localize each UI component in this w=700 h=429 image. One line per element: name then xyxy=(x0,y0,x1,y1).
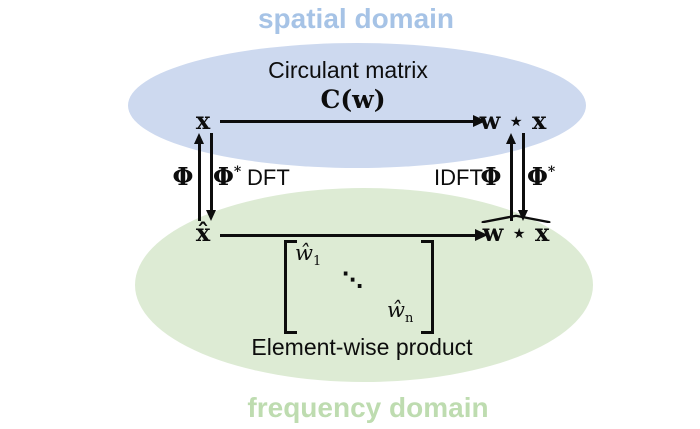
x-hat-node: x̂ xyxy=(195,218,211,247)
arrow-shaft xyxy=(509,142,513,221)
phi-label-left: Φ xyxy=(172,162,194,191)
phi-star-base: Φ xyxy=(213,162,234,191)
left-bracket-icon xyxy=(284,240,297,334)
phi-star-sup: * xyxy=(547,164,556,180)
arrow-shaft xyxy=(521,133,525,212)
arrowhead-up-icon xyxy=(194,133,204,144)
arrowhead-down-icon xyxy=(518,210,528,221)
arrow-shaft xyxy=(197,142,201,221)
w-conv-x-hat-text: w ⋆ x xyxy=(482,218,550,247)
up-arrow xyxy=(506,133,516,221)
wide-hat-group: w ⋆ x xyxy=(481,214,551,247)
wide-hat-icon xyxy=(481,214,552,223)
circulant-matrix-label: Circulant matrix xyxy=(268,57,428,83)
w-hat-base: ŵ xyxy=(295,241,313,265)
circulant-operator-label: C(w) xyxy=(320,85,386,114)
arrowhead-down-icon xyxy=(206,210,216,221)
idft-label: IDFT xyxy=(434,165,483,190)
phi-star-sup: * xyxy=(233,164,242,180)
w-conv-x-node: w ⋆ x xyxy=(479,106,547,135)
w-conv-x-hat-node: w ⋆ x xyxy=(481,214,551,247)
frequency-map-arrow xyxy=(220,229,488,242)
idft-double-arrow xyxy=(506,133,528,221)
phi-star-label-left: Φ* xyxy=(213,162,242,191)
arrowhead-right-icon xyxy=(473,115,486,127)
phi-star-base: Φ xyxy=(527,162,548,191)
arrowhead-right-icon xyxy=(475,229,488,241)
x-node: x xyxy=(195,106,211,135)
down-arrow xyxy=(518,133,528,221)
spatial-domain-title: spatial domain xyxy=(257,3,455,34)
w-hat-base: ŵ xyxy=(387,298,405,322)
arrowhead-up-icon xyxy=(506,133,516,144)
right-bracket-icon xyxy=(421,240,434,334)
dft-double-arrow xyxy=(194,133,216,221)
frequency-domain-title: frequency domain xyxy=(247,392,489,423)
w-hat-sub: n xyxy=(404,311,414,327)
spatial-map-arrow xyxy=(220,115,486,128)
w-hat-sub: 1 xyxy=(312,254,322,270)
phi-label-right: Φ xyxy=(480,162,502,191)
dft-label: DFT xyxy=(247,165,290,190)
element-wise-product-label: Element-wise product xyxy=(251,334,473,360)
arrow-shaft xyxy=(220,120,476,123)
phi-star-label-right: Φ* xyxy=(527,162,556,191)
arrow-shaft xyxy=(209,133,213,212)
matrix-entry-wn: ŵn xyxy=(387,298,413,326)
arrow-shaft xyxy=(220,234,478,237)
diagonal-matrix: ŵ1 ⋱ ŵn xyxy=(284,240,434,334)
up-arrow xyxy=(194,133,204,221)
matrix-entry-w1: ŵ1 xyxy=(295,241,321,269)
down-arrow xyxy=(206,133,216,221)
diagonal-dots-icon: ⋱ xyxy=(342,268,363,292)
